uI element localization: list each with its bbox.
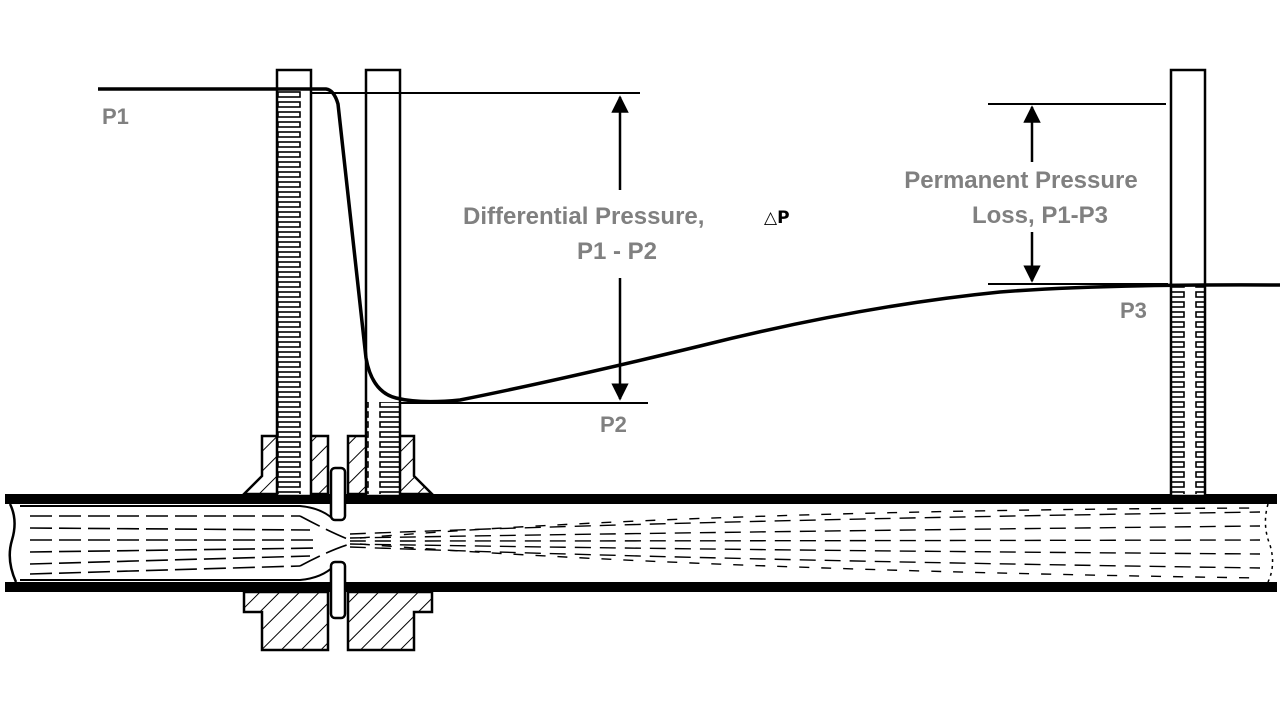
permanent-loss-title: Permanent Pressure: [904, 167, 1137, 194]
pipe-bottom-wall: [5, 582, 1277, 592]
pipe-upstream-contraction: [20, 505, 335, 521]
pipe-top-wall: [5, 494, 1277, 504]
orifice-plate-upper: [329, 466, 347, 522]
differential-pressure-title: Differential Pressure,: [463, 203, 704, 230]
flow-streamlines: [29, 515, 351, 575]
pipe-left-end: [8, 503, 18, 583]
delta-p-symbol: △P: [764, 208, 790, 228]
manometer-tube-p1: [275, 68, 313, 498]
manometer-fluid-p2: [367, 402, 399, 494]
orifice-plate: [329, 466, 347, 620]
flange-lower-left: [242, 590, 330, 652]
pressure-profile-curve: [98, 87, 1280, 404]
pipe-right-end: [1264, 503, 1274, 583]
flange-lower-right: [346, 590, 434, 652]
manometer-fluid-p1: [278, 90, 310, 494]
p1-label: P1: [102, 104, 129, 129]
p3-label: P3: [1120, 298, 1147, 323]
manometer-tube-p2: [364, 68, 402, 498]
orifice-plate-lower: [329, 560, 347, 620]
differential-pressure-formula: P1 - P2: [577, 238, 657, 265]
reference-lines: [312, 92, 1168, 404]
p2-label: P2: [600, 412, 627, 437]
downstream-streamlines: [349, 507, 1261, 579]
manometer-fluid-p3: [1172, 286, 1204, 494]
manometer-tube-p3: [1169, 68, 1207, 498]
permanent-loss-formula: Loss, P1-P3: [972, 202, 1108, 229]
pipe: [5, 494, 1277, 592]
